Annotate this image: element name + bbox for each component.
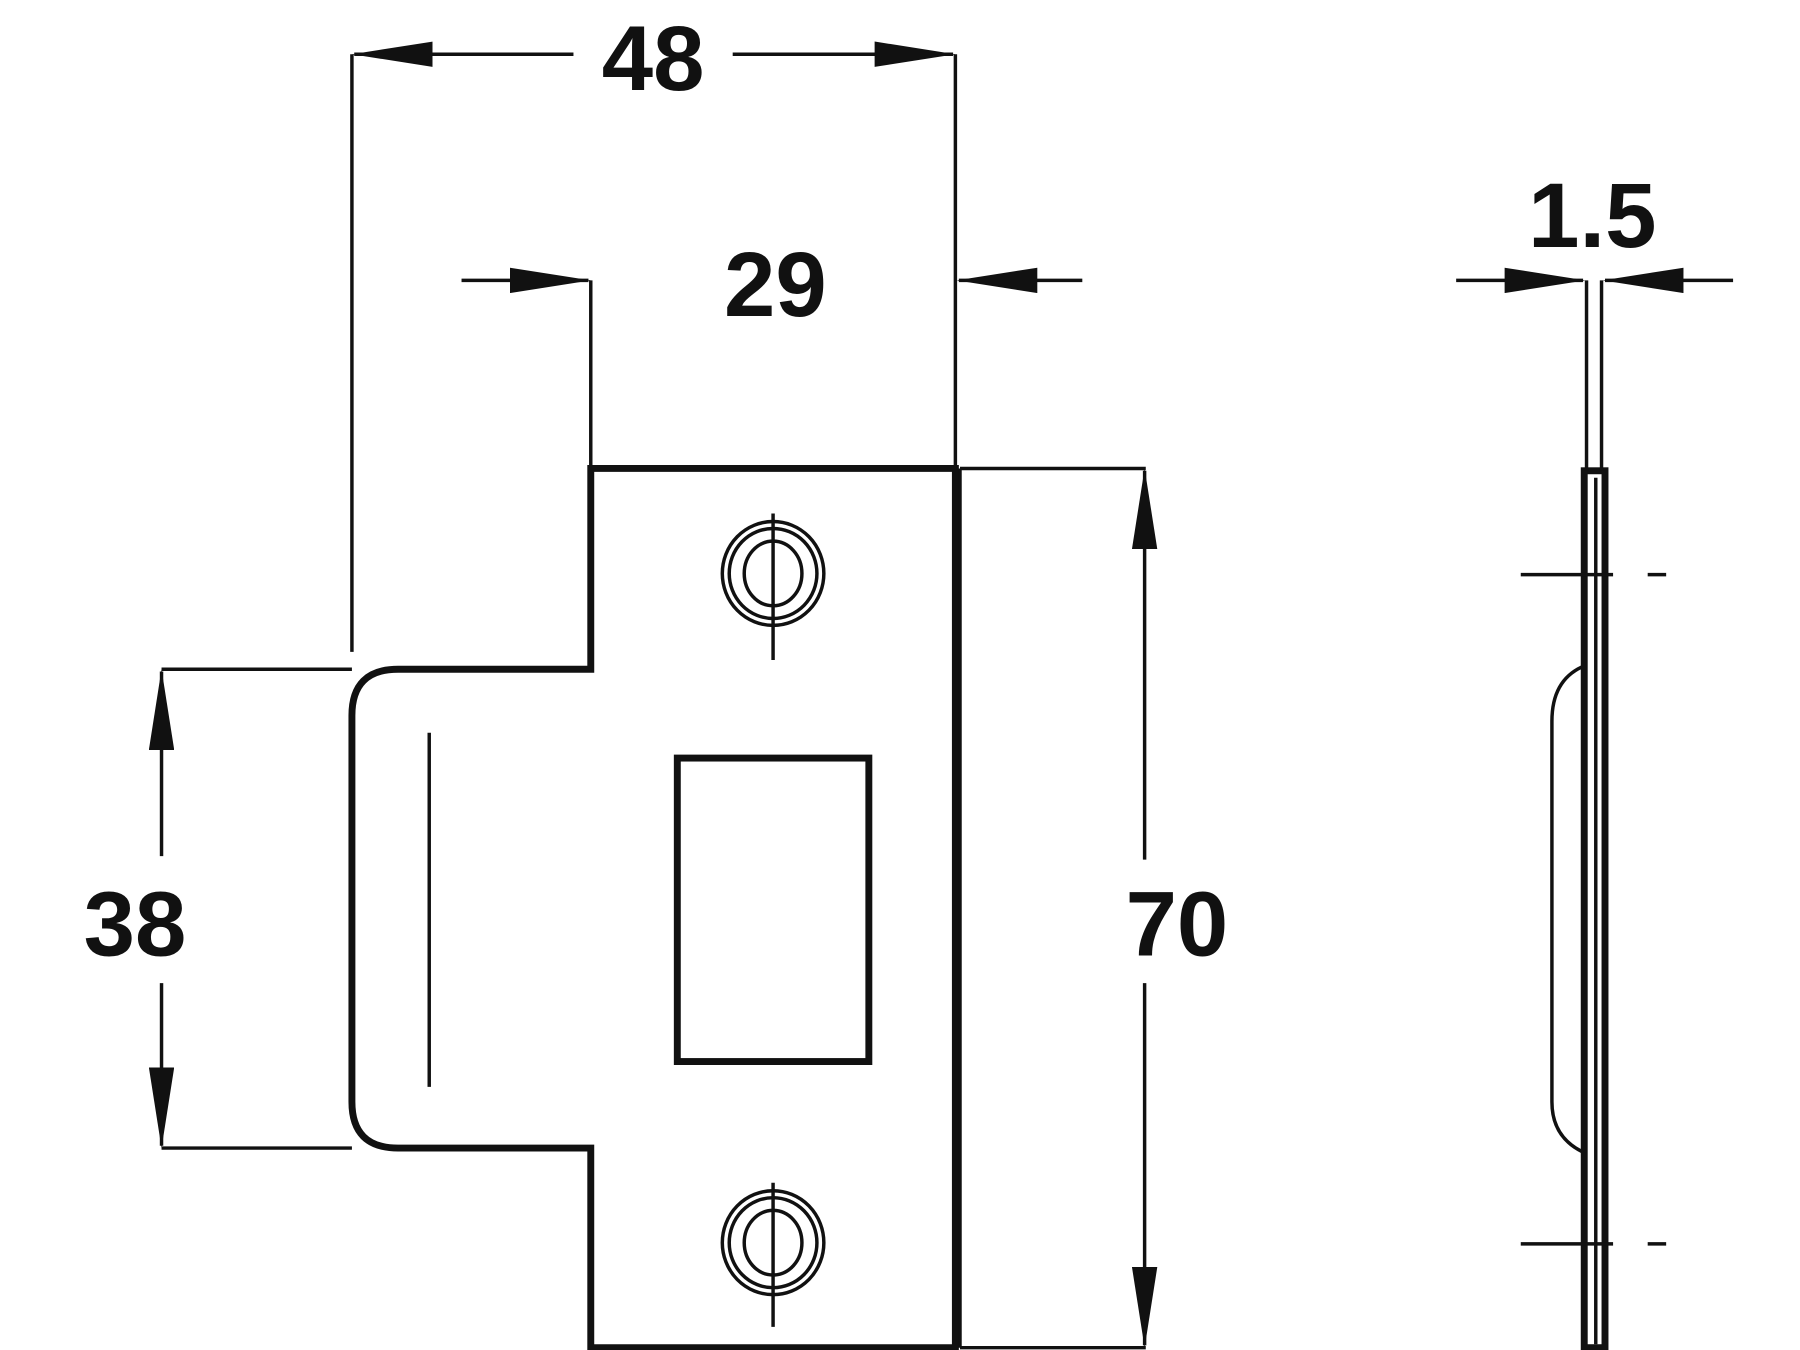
strike-plate-front — [348, 464, 962, 1350]
dimension-overall-width: 48 — [350, 6, 958, 652]
strike-plate-side — [1520, 467, 1667, 1350]
dimension-plate-width: 29 — [461, 232, 1083, 468]
dim-label-29: 29 — [724, 232, 827, 336]
dimension-plate-height: 70 — [959, 466, 1229, 1350]
dimension-tongue-height: 38 — [84, 667, 352, 1150]
screw-hole-top — [720, 513, 826, 660]
dim-label-48: 48 — [602, 6, 705, 110]
dim-label-1-5: 1.5 — [1528, 163, 1656, 267]
dim-label-38: 38 — [84, 871, 187, 975]
screw-hole-bottom — [720, 1182, 826, 1327]
latch-slot — [673, 754, 873, 1065]
dimension-thickness: 1.5 — [1456, 163, 1734, 471]
dim-label-70: 70 — [1126, 871, 1229, 975]
